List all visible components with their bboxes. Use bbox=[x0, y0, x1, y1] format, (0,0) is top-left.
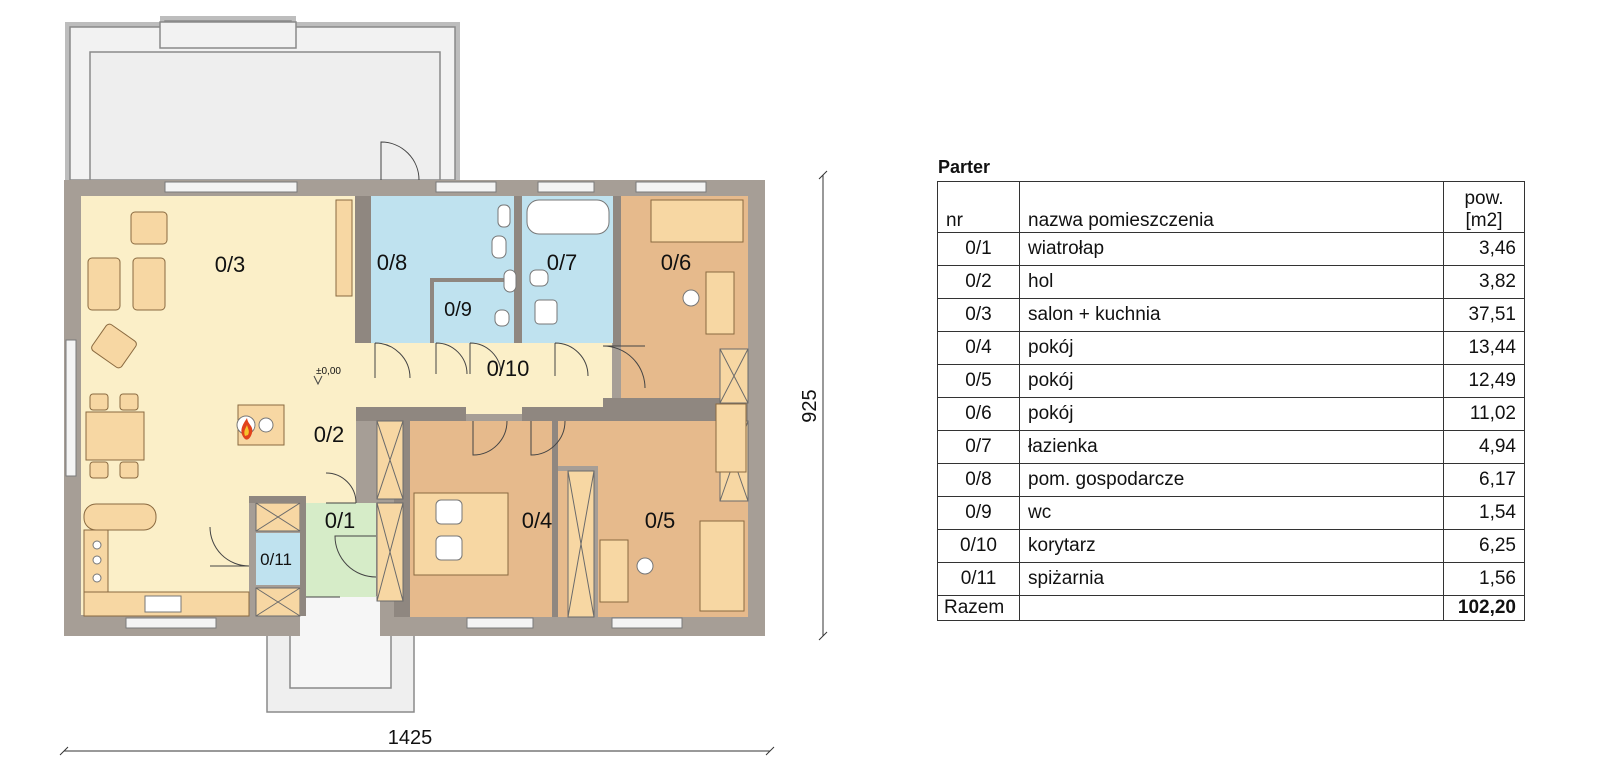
row-area: 6,25 bbox=[1443, 529, 1525, 563]
room-0-8 bbox=[371, 196, 514, 343]
row-name: łazienka bbox=[1019, 430, 1444, 464]
room-label-0-2: 0/2 bbox=[314, 422, 345, 447]
row-nr: 0/5 bbox=[937, 364, 1020, 398]
room-label-0-1: 0/1 bbox=[325, 508, 356, 533]
row-nr: 0/4 bbox=[937, 331, 1020, 365]
room-label-0-5: 0/5 bbox=[645, 508, 676, 533]
table-header-row: nr nazwa pomieszczenia pow. [m2] bbox=[937, 181, 1525, 233]
dimension-lines bbox=[59, 170, 828, 756]
row-nr: 0/8 bbox=[937, 463, 1020, 497]
terrace-top bbox=[65, 16, 460, 181]
row-name: salon + kuchnia bbox=[1019, 298, 1444, 332]
row-name: wiatrołap bbox=[1019, 232, 1444, 266]
row-name: pokój bbox=[1019, 331, 1444, 365]
windows bbox=[65, 181, 707, 629]
level-mark: ±0,00 bbox=[316, 366, 341, 377]
room-label-0-9: 0/9 bbox=[444, 299, 472, 321]
room-label-0-4: 0/4 bbox=[522, 508, 553, 533]
row-name: spiżarnia bbox=[1019, 562, 1444, 596]
row-name: hol bbox=[1019, 265, 1444, 299]
row-area: 37,51 bbox=[1443, 298, 1525, 332]
row-area: 1,56 bbox=[1443, 562, 1525, 596]
area-table-panel: Parter nr nazwa pomieszczenia pow. [m2] … bbox=[937, 156, 1527, 621]
row-name: wc bbox=[1019, 496, 1444, 530]
room-label-0-8: 0/8 bbox=[377, 250, 408, 275]
header-nr: nr bbox=[937, 181, 1020, 233]
header-pow: pow. [m2] bbox=[1443, 181, 1525, 233]
room-labels: 0/3 0/8 0/9 0/7 0/6 0/10 0/2 0/1 0/4 0/5… bbox=[215, 250, 692, 569]
row-nr: 0/1 bbox=[937, 232, 1020, 266]
room-label-0-6: 0/6 bbox=[661, 250, 692, 275]
row-area: 4,94 bbox=[1443, 430, 1525, 464]
row-nr: 0/10 bbox=[937, 529, 1020, 563]
total-area: 102,20 bbox=[1443, 595, 1525, 621]
row-area: 1,54 bbox=[1443, 496, 1525, 530]
row-area: 11,02 bbox=[1443, 397, 1525, 431]
row-name: pom. gospodarcze bbox=[1019, 463, 1444, 497]
row-area: 6,17 bbox=[1443, 463, 1525, 497]
room-label-0-3: 0/3 bbox=[215, 252, 246, 277]
row-nr: 0/7 bbox=[937, 430, 1020, 464]
header-pow-line2: [m2] bbox=[1465, 210, 1503, 231]
dimension-width: 1425 bbox=[388, 727, 433, 749]
room-label-0-7: 0/7 bbox=[547, 250, 578, 275]
row-area: 3,46 bbox=[1443, 232, 1525, 266]
doors bbox=[209, 141, 646, 598]
row-nr: 0/2 bbox=[937, 265, 1020, 299]
room-0-11 bbox=[256, 533, 300, 585]
row-name: korytarz bbox=[1019, 529, 1444, 563]
room-0-3 bbox=[81, 196, 612, 615]
row-nr: 0/11 bbox=[937, 562, 1020, 596]
row-nr: 0/9 bbox=[937, 496, 1020, 530]
total-label: Razem bbox=[937, 595, 1020, 621]
row-area: 12,49 bbox=[1443, 364, 1525, 398]
dimension-height: 925 bbox=[799, 389, 821, 422]
row-area: 13,44 bbox=[1443, 331, 1525, 365]
row-area: 3,82 bbox=[1443, 265, 1525, 299]
table-total-row: Razem 102,20 bbox=[937, 595, 1525, 621]
room-label-0-10: 0/10 bbox=[487, 356, 530, 381]
header-pow-line1: pow. bbox=[1464, 188, 1504, 209]
room-0-1 bbox=[306, 503, 376, 597]
table-title: Parter bbox=[938, 157, 991, 177]
row-nr: 0/3 bbox=[937, 298, 1020, 332]
row-name: pokój bbox=[1019, 397, 1444, 431]
floor-plan: 0/3 0/8 0/9 0/7 0/6 0/10 0/2 0/1 0/4 0/5… bbox=[59, 16, 828, 756]
fireplace-icon bbox=[241, 418, 253, 440]
row-nr: 0/6 bbox=[937, 397, 1020, 431]
header-name: nazwa pomieszczenia bbox=[1019, 181, 1444, 233]
room-label-0-11: 0/11 bbox=[260, 550, 292, 569]
total-empty bbox=[1019, 595, 1444, 621]
row-name: pokój bbox=[1019, 364, 1444, 398]
